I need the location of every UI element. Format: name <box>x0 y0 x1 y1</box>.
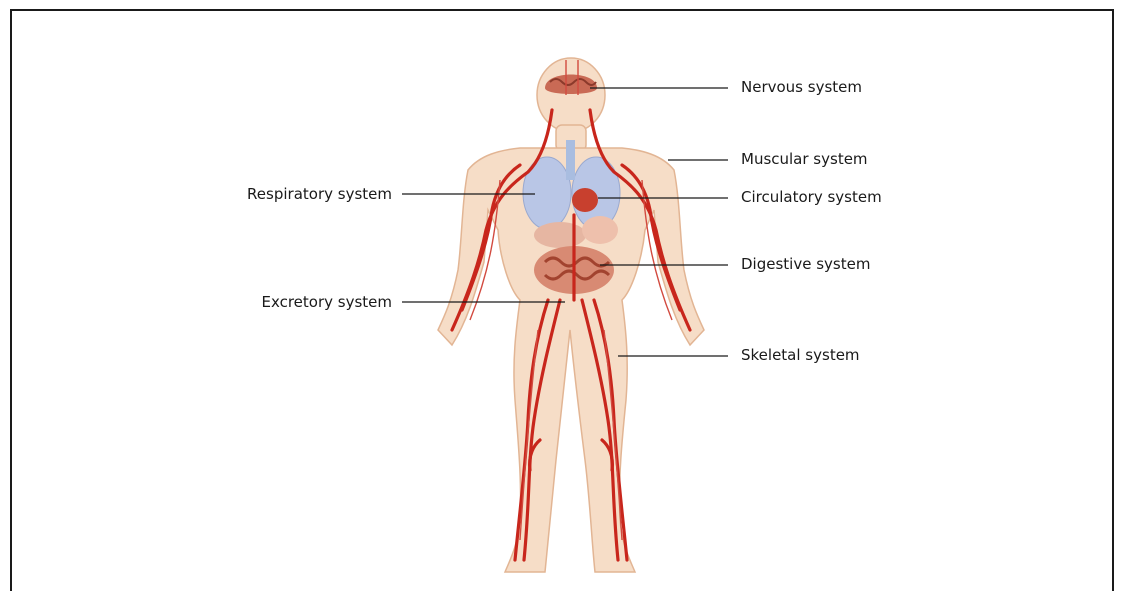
heart <box>572 188 598 212</box>
label-nervous-system: Nervous system <box>741 78 862 96</box>
body-silhouette <box>438 58 704 572</box>
trachea <box>566 140 575 180</box>
stomach <box>582 216 618 244</box>
label-respiratory-system: Respiratory system <box>172 185 392 203</box>
label-digestive-system: Digestive system <box>741 255 870 273</box>
label-circulatory-system: Circulatory system <box>741 188 882 206</box>
label-excretory-system: Excretory system <box>172 293 392 311</box>
label-muscular-system: Muscular system <box>741 150 868 168</box>
liver <box>534 222 586 248</box>
label-skeletal-system: Skeletal system <box>741 346 860 364</box>
